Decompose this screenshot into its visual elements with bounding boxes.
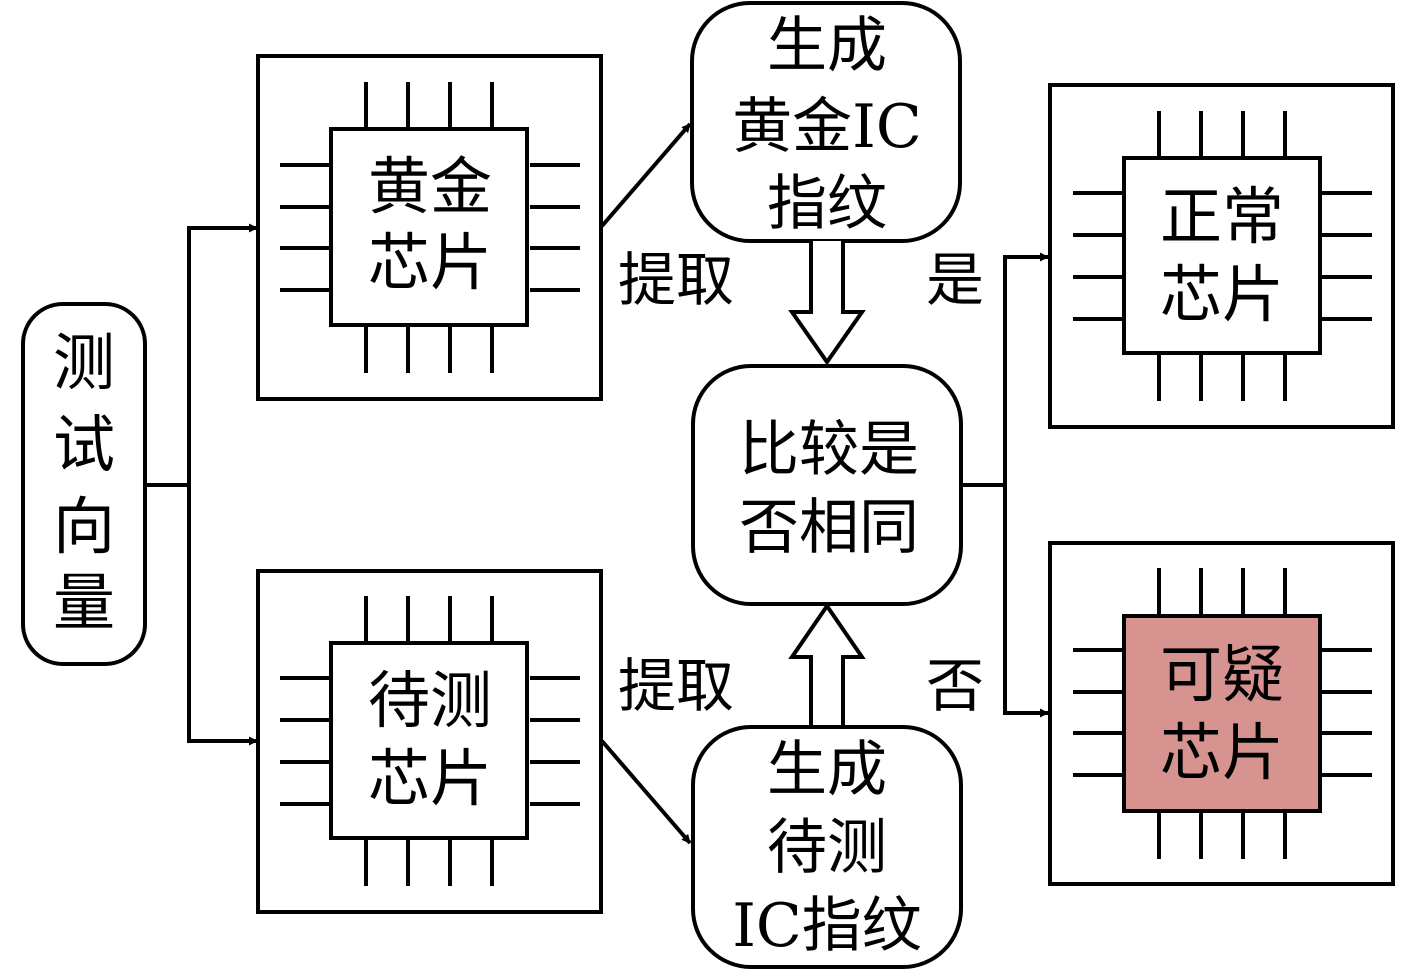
golden-chip-label: 芯片 — [368, 226, 492, 299]
connector-decision-split — [961, 252, 1049, 718]
chip-icon — [280, 596, 580, 886]
suspicious-chip-label: 芯片 — [1160, 716, 1284, 789]
test-vector-char: 测 — [53, 326, 115, 399]
node-dut-chip: 待测 芯片 — [256, 569, 603, 914]
golden-fingerprint-label: 黄金IC — [732, 92, 922, 162]
dut-fingerprint-label: IC指纹 — [732, 891, 922, 961]
test-vector-char: 试 — [53, 408, 115, 481]
node-golden-chip: 黄金 芯片 — [256, 54, 603, 401]
chip-icon — [1073, 568, 1372, 859]
dut-fingerprint-label: 待测 — [767, 813, 887, 883]
arrow-extract-dut — [600, 739, 692, 845]
edge-label-yes: 是 — [926, 246, 984, 314]
test-vector-char: 向 — [53, 490, 115, 563]
compare-label: 否相同 — [739, 493, 919, 563]
hollow-arrow-up — [788, 602, 866, 728]
node-suspicious-chip: 可疑 芯片 — [1048, 541, 1395, 886]
edge-label-extract-bottom: 提取 — [618, 652, 734, 720]
golden-fingerprint-label: 指纹 — [767, 169, 887, 239]
golden-fingerprint-label: 生成 — [767, 11, 887, 81]
golden-chip-label: 黄金 — [368, 150, 492, 223]
node-compare: 比较是 否相同 — [691, 364, 963, 606]
node-normal-chip: 正常 芯片 — [1048, 83, 1395, 429]
node-test-vector: 测 试 向 量 — [21, 302, 147, 666]
node-dut-fingerprint: 生成 待测 IC指纹 — [691, 725, 963, 969]
normal-chip-label: 芯片 — [1160, 258, 1284, 331]
chip-icon — [280, 82, 580, 373]
node-golden-fingerprint: 生成 黄金IC 指纹 — [690, 1, 962, 243]
chip-icon — [1073, 111, 1372, 401]
dut-chip-label: 芯片 — [368, 742, 492, 815]
connector-test-vector-split — [145, 223, 258, 746]
chip-frame — [1048, 541, 1395, 886]
compare-label: 比较是 — [739, 415, 919, 485]
suspicious-chip-label: 可疑 — [1160, 638, 1284, 711]
test-vector-char: 量 — [53, 566, 115, 639]
hollow-arrow-down — [788, 241, 866, 366]
dut-chip-label: 待测 — [368, 664, 492, 737]
dut-fingerprint-label: 生成 — [767, 735, 887, 805]
arrow-extract-golden — [600, 122, 692, 228]
edge-label-no: 否 — [926, 652, 984, 720]
edge-label-extract-top: 提取 — [618, 246, 734, 314]
normal-chip-label: 正常 — [1160, 180, 1284, 253]
